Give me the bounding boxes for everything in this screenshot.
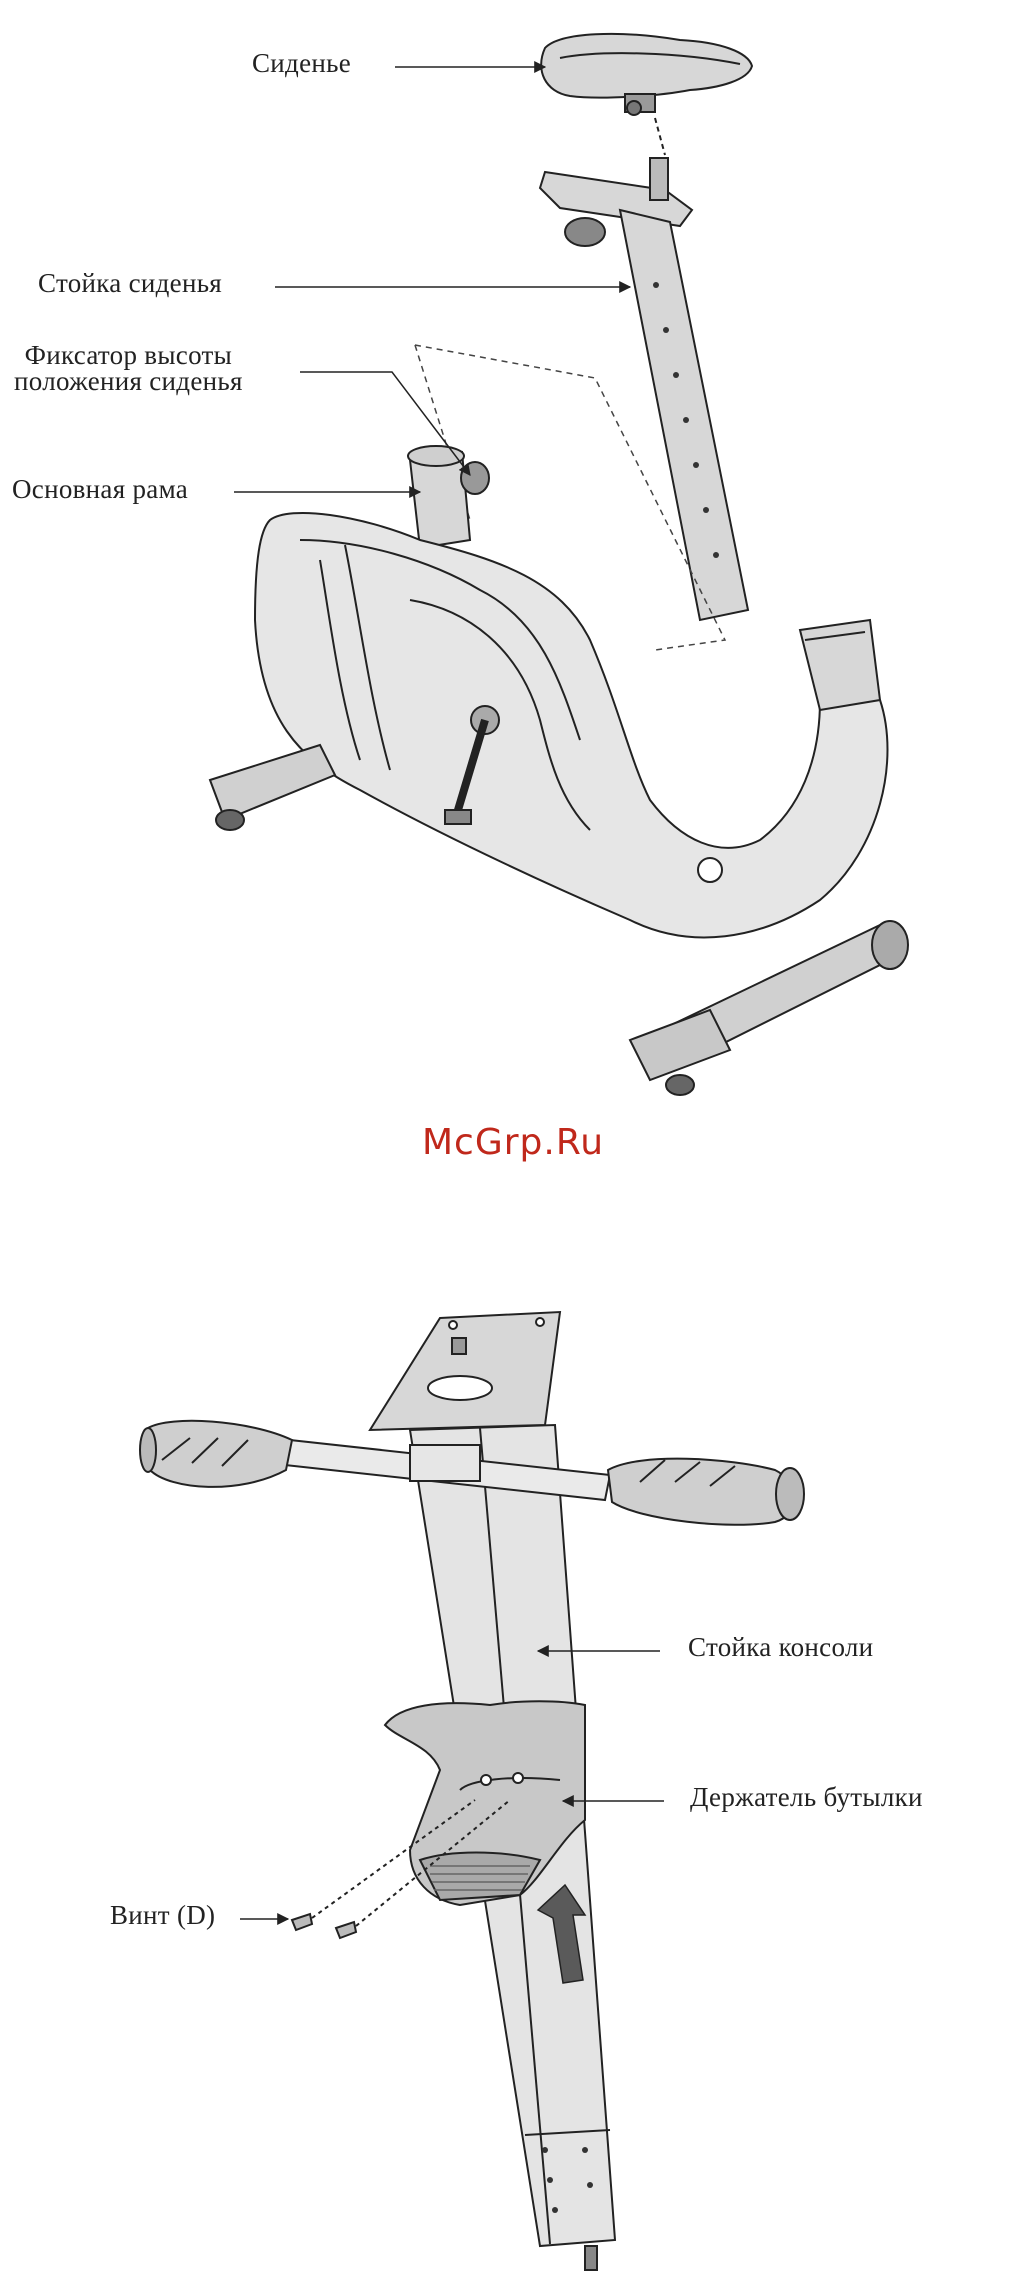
label-height-lock-line2: положения сиденья	[14, 368, 243, 394]
main-frame-drawing	[210, 446, 908, 1095]
leader-lines-1	[234, 67, 630, 492]
watermark: McGrp.Ru	[422, 1122, 604, 1163]
label-screw: Винт (D)	[110, 1900, 215, 1931]
label-bottle-holder: Держатель бутылки	[690, 1782, 923, 1813]
label-height-lock-line1: Фиксатор высоты	[14, 342, 243, 368]
label-seat-post: Стойка сиденья	[38, 268, 222, 299]
label-seat: Сиденье	[252, 48, 351, 79]
seat-post-drawing	[540, 158, 748, 620]
label-main-frame: Основная рама	[12, 474, 188, 505]
seat-drawing	[541, 34, 752, 155]
label-height-lock: Фиксатор высоты положения сиденья	[14, 342, 243, 394]
label-console-post: Стойка консоли	[688, 1632, 873, 1663]
